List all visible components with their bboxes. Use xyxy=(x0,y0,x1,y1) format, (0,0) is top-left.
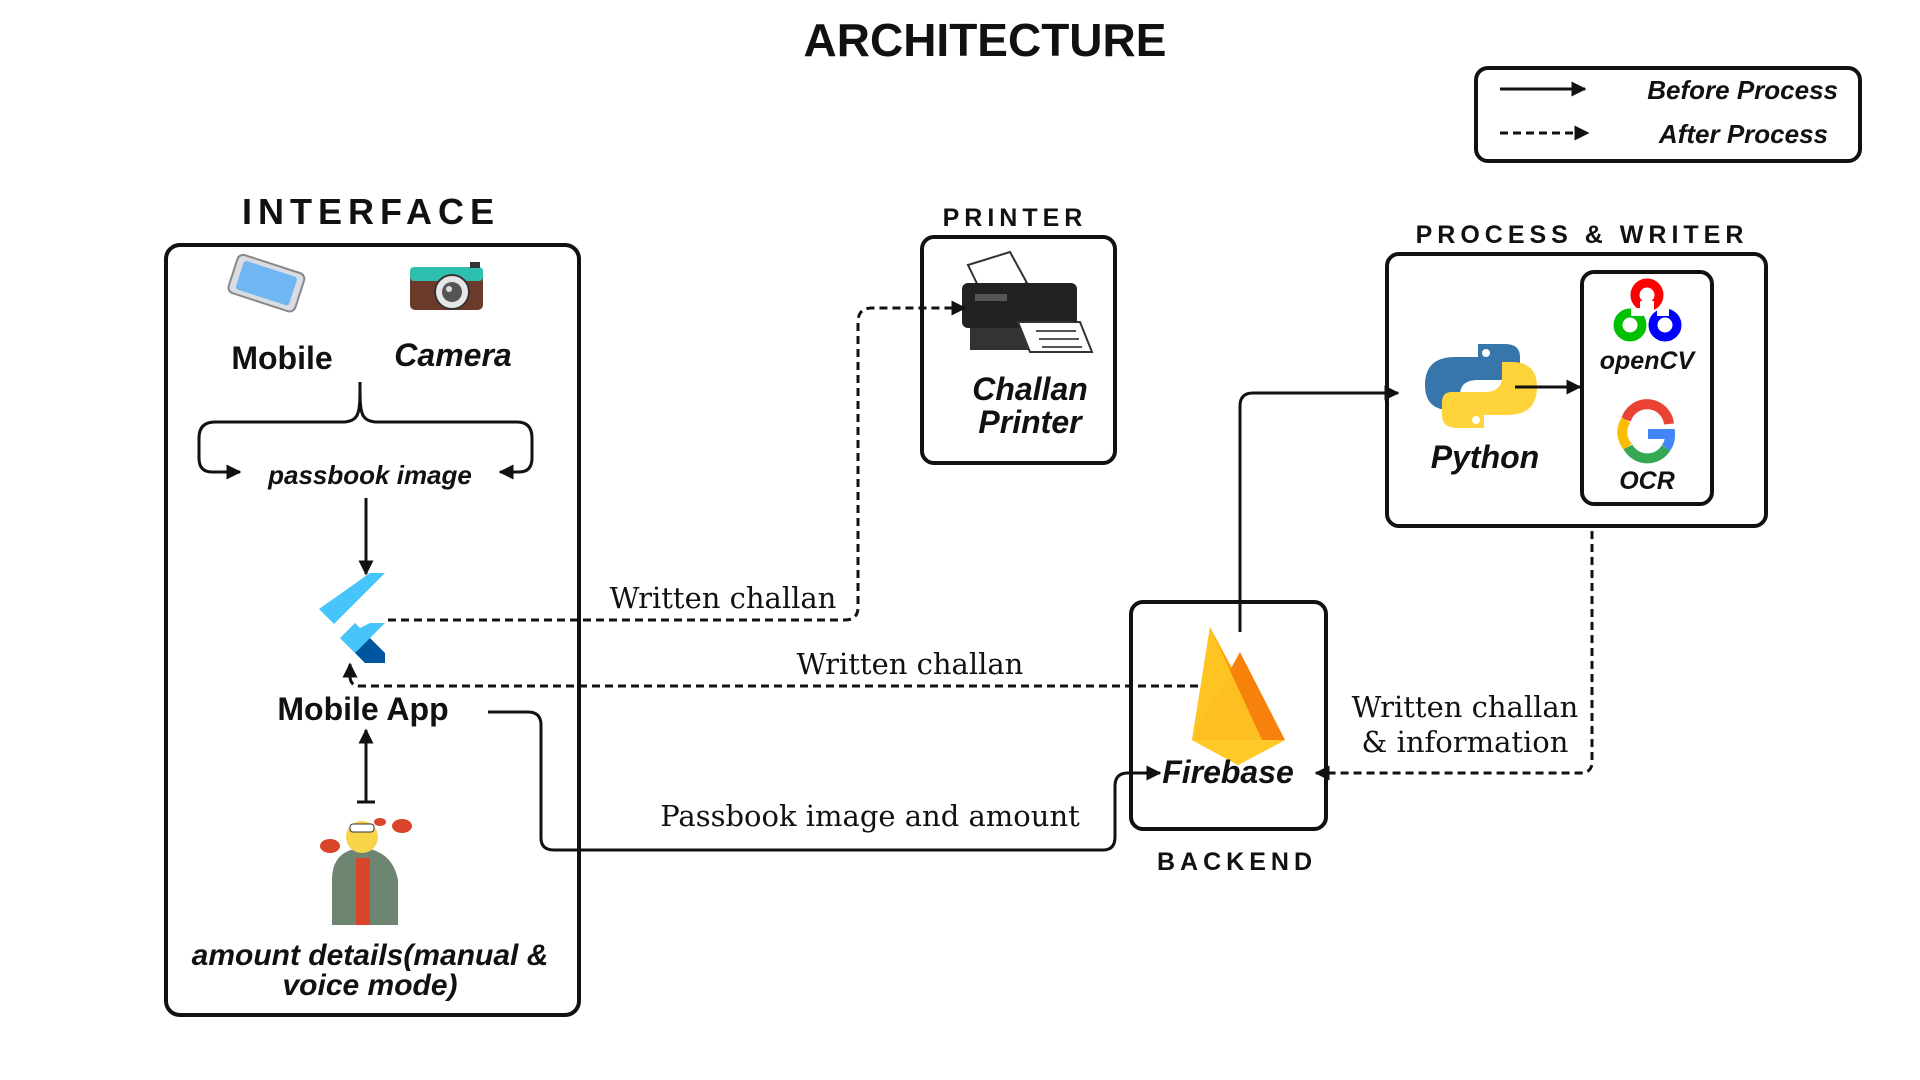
firebase-to-app-arrow xyxy=(342,662,1198,688)
mobile-app-label: Mobile App xyxy=(277,691,448,727)
flutter-logo-icon xyxy=(319,573,385,663)
app-to-printer-label: Written challan xyxy=(610,581,837,615)
opencv-label: openCV xyxy=(1600,347,1697,375)
interface-group: INTERFACE Mobile Camera passbook image xyxy=(164,191,581,1017)
google-logo-icon xyxy=(1617,399,1675,464)
legend-dashed-label: After Process xyxy=(1658,119,1828,149)
process-group: PROCESS & WRITER Python openCV xyxy=(1385,221,1768,528)
app-to-printer-arrow xyxy=(388,300,967,622)
person-thinking-icon xyxy=(320,818,412,925)
amount-details-line2: voice mode) xyxy=(282,969,457,1002)
camera-icon xyxy=(410,262,483,310)
brace-right xyxy=(358,381,534,480)
passbook-image-label: passbook image xyxy=(267,460,472,490)
firebase-to-app-label: Written challan xyxy=(797,647,1024,681)
challan-printer-label-line1: Challan xyxy=(972,371,1088,407)
firebase-to-process-arrow xyxy=(1238,385,1400,632)
app-to-firebase-label: Passbook image and amount xyxy=(660,799,1080,833)
printer-heading: PRINTER xyxy=(943,204,1088,232)
python-label: Python xyxy=(1431,439,1539,475)
backend-group: Firebase BACKEND xyxy=(1129,600,1328,876)
legend-solid-label: Before Process xyxy=(1647,75,1838,105)
firebase-label: Firebase xyxy=(1162,754,1294,790)
brace-left xyxy=(197,381,362,480)
opencv-logo-icon xyxy=(1613,278,1682,342)
mobile-phone-icon xyxy=(227,253,306,313)
legend: Before Process After Process xyxy=(1474,66,1862,163)
process-to-firebase-label-line2: & information xyxy=(1362,725,1569,759)
legend-box xyxy=(1474,66,1862,163)
process-heading: PROCESS & WRITER xyxy=(1416,221,1749,249)
python-logo-icon xyxy=(1425,344,1537,428)
printer-box xyxy=(920,235,1117,465)
ocr-label: OCR xyxy=(1619,467,1675,495)
interface-box xyxy=(164,243,581,1017)
firebase-logo-icon xyxy=(1192,627,1285,765)
backend-box xyxy=(1129,600,1328,831)
page-title: ARCHITECTURE xyxy=(804,14,1167,66)
process-to-firebase-arrow xyxy=(1314,531,1594,781)
backend-heading: BACKEND xyxy=(1157,848,1317,876)
camera-label: Camera xyxy=(394,337,511,373)
amount-details-line1: amount details(manual & xyxy=(192,939,549,972)
app-to-firebase-arrow xyxy=(488,710,1162,852)
libraries-box xyxy=(1580,270,1714,506)
printer-group: PRINTER Challan Printer xyxy=(920,204,1117,465)
process-to-firebase-label-line1: Written challan xyxy=(1352,690,1579,724)
mobile-label: Mobile xyxy=(231,340,332,376)
printer-icon xyxy=(962,250,1094,353)
challan-printer-label-line2: Printer xyxy=(978,404,1083,440)
interface-heading: INTERFACE xyxy=(242,191,500,232)
